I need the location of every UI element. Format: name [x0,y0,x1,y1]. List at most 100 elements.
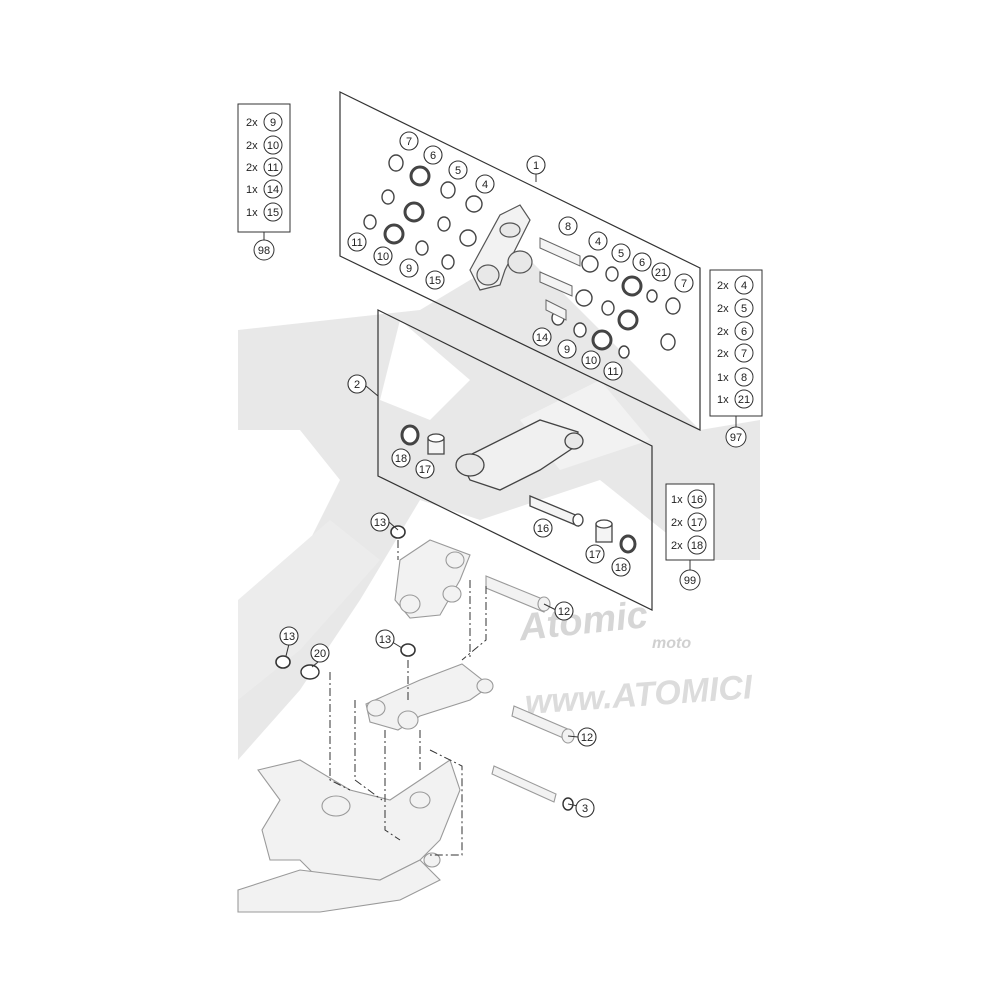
leader-2 [365,385,379,397]
kit-97-qty-6: 1x [717,394,729,406]
callout-7b: 7 [674,273,694,293]
callout-17b: 17 [585,544,605,564]
kit-2-parts [400,419,637,554]
kit-panel-1 [339,91,701,431]
kit-98-part-2: 10 [267,140,279,152]
callout-13-a: 13 [370,512,390,532]
svg-text:17: 17 [419,464,431,476]
callout-6: 6 [423,145,443,165]
kit-99-part-1: 16 [691,494,703,506]
svg-text:12: 12 [558,606,570,618]
svg-text:10: 10 [585,355,597,367]
callout-13-b: 13 [279,626,299,646]
kit-98-part-1: 9 [270,117,276,129]
kit-99-qty-1: 1x [671,494,683,506]
kit-97-part-6: 21 [738,394,750,406]
callout-16: 16 [533,518,553,538]
svg-text:10: 10 [377,251,389,263]
kit-97-qty-5: 1x [717,372,729,384]
kit-99-part-2: 17 [691,517,703,529]
kit-97-id: 97 [730,432,742,444]
callout-11b: 11 [603,361,623,381]
kit-box-98: 2x 9 2x 10 2x 11 1x 14 1x 15 98 [237,103,291,261]
kit-98-qty-1: 2x [246,117,258,129]
kit-98-qty-5: 1x [246,207,258,219]
kit-97-part-5: 8 [741,372,747,384]
svg-text:8: 8 [565,221,571,233]
lower-linkage-assembly [237,525,575,913]
svg-text:14: 14 [536,332,548,344]
callout-9: 9 [399,258,419,278]
callout-4: 4 [475,174,495,194]
svg-text:12: 12 [581,732,593,744]
callout-2: 2 [347,374,367,394]
callout-8: 8 [558,216,578,236]
kit-98-part-4: 14 [267,184,279,196]
callout-21: 21 [651,262,671,282]
svg-text:3: 3 [582,803,588,815]
svg-text:21: 21 [655,267,667,279]
callout-17: 17 [415,459,435,479]
svg-text:17: 17 [589,549,601,561]
kit-97-part-4: 7 [741,348,747,360]
kit-box-99: 1x 16 2x 17 2x 18 99 [665,483,715,591]
kit-97-qty-2: 2x [717,303,729,315]
svg-text:2: 2 [354,379,360,391]
svg-text:1: 1 [533,160,539,172]
callout-15: 15 [425,270,445,290]
callout-9b: 9 [557,339,577,359]
svg-text:11: 11 [351,237,362,249]
callout-10b: 10 [581,350,601,370]
callout-13-c: 13 [375,629,395,649]
svg-text:18: 18 [615,562,627,574]
svg-text:20: 20 [314,648,326,660]
kit-99-qty-3: 2x [671,540,683,552]
kit-99-part-3: 18 [691,540,703,552]
callout-5: 5 [448,160,468,180]
callout-5b: 5 [611,243,631,263]
svg-text:5: 5 [618,248,624,260]
svg-text:6: 6 [639,257,645,269]
svg-text:6: 6 [430,150,436,162]
kit-panel-2 [377,309,653,611]
callout-1: 1 [526,155,546,175]
kit-box-97: 2x 4 2x 5 2x 6 2x 7 1x 8 1x 21 97 [709,269,763,448]
callout-4b: 4 [588,231,608,251]
svg-text:18: 18 [395,453,407,465]
callout-14: 14 [532,327,552,347]
svg-text:4: 4 [482,179,488,191]
kit-1-link [469,204,533,291]
callout-12-c: 12 [577,727,597,747]
alignment-lines [329,540,487,856]
svg-text:4: 4 [595,236,601,248]
kit-98-qty-4: 1x [246,184,258,196]
svg-text:13: 13 [374,517,386,529]
callout-18: 18 [391,448,411,468]
kit-97-qty-4: 2x [717,348,729,360]
svg-text:7: 7 [406,136,412,148]
callout-11: 11 [347,232,367,252]
kit-98-id: 98 [258,245,270,257]
kit-98-part-3: 11 [267,162,278,174]
kit-97-qty-3: 2x [717,326,729,338]
callout-12-a: 12 [554,601,574,621]
callout-20: 20 [310,643,330,663]
kit-98-qty-2: 2x [246,140,258,152]
kit-99-id: 99 [684,575,696,587]
svg-text:11: 11 [607,366,618,378]
svg-text:5: 5 [455,165,461,177]
kit-97-qty-1: 2x [717,280,729,292]
kit-99-qty-2: 2x [671,517,683,529]
callout-10: 10 [373,246,393,266]
svg-text:16: 16 [537,523,549,535]
callout-3: 3 [575,798,595,818]
kit-97-part-2: 5 [741,303,747,315]
callout-18b: 18 [611,557,631,577]
svg-text:13: 13 [379,634,391,646]
callout-7: 7 [399,131,419,151]
svg-text:15: 15 [429,275,441,287]
callout-6b: 6 [632,252,652,272]
kit-1-pins [539,237,581,321]
kit-97-part-3: 6 [741,326,747,338]
kit-98-part-5: 15 [267,207,279,219]
